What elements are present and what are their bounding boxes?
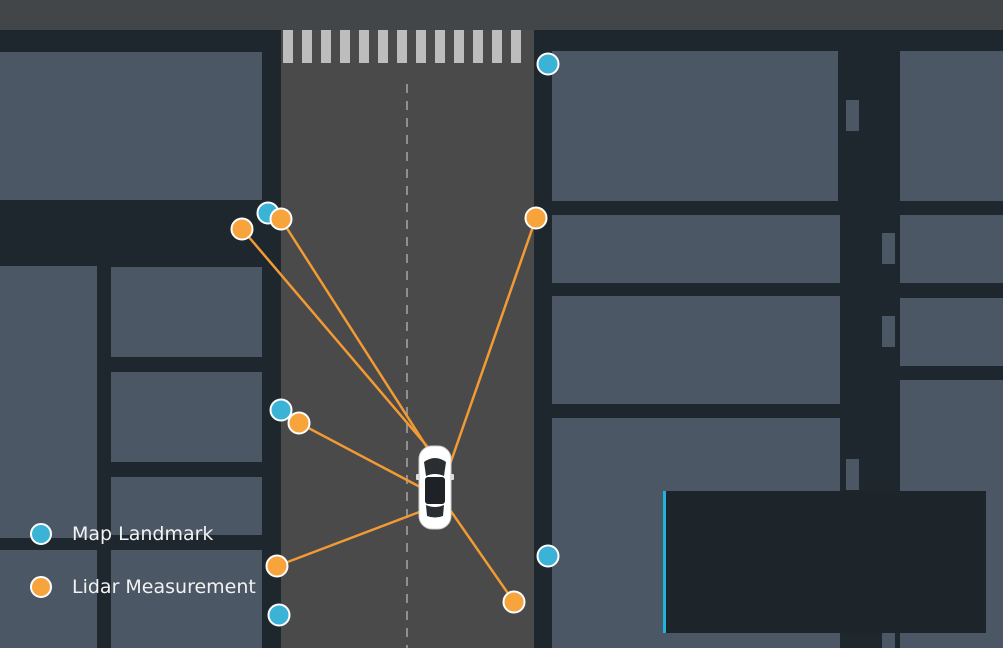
city-block (111, 477, 262, 535)
crosswalk-icon (283, 30, 521, 63)
side-road-lane-marks (846, 100, 895, 648)
lidar-measurement-icon (30, 576, 52, 598)
city-block (111, 372, 262, 462)
map-landmark-icon (269, 398, 293, 422)
lidar-rays (240, 216, 538, 604)
city-block (0, 52, 262, 200)
lidar-ray (279, 217, 432, 454)
left-city-blocks (0, 52, 262, 648)
lidar-ray (275, 509, 424, 568)
legend-panel (663, 491, 986, 633)
legend-label: Map Landmark (72, 523, 214, 545)
city-block (0, 550, 97, 648)
city-block (900, 51, 1003, 201)
lidar-measurement-icon (269, 207, 293, 231)
map-landmark-icon (30, 523, 52, 545)
legend-item-lidar-measurement: Lidar Measurement (30, 572, 256, 602)
car-icon (416, 445, 454, 530)
top-street (0, 0, 1003, 30)
city-block (552, 296, 840, 404)
city-block (552, 215, 840, 283)
map-landmarks (256, 52, 560, 627)
map-landmark-icon (267, 603, 291, 627)
legend-label: Lidar Measurement (72, 576, 256, 598)
lidar-measurement-icon (265, 554, 289, 578)
lidar-ray (297, 421, 424, 490)
city-block (111, 267, 262, 357)
lidar-measurement-icon (502, 590, 526, 614)
legend-item-map-landmark: Map Landmark (30, 519, 213, 549)
lidar-measurement-icon (230, 217, 254, 241)
city-block (900, 298, 1003, 366)
map-landmark-icon (536, 52, 560, 76)
city-block (900, 215, 1003, 283)
city-block (111, 550, 262, 648)
lidar-measurement-icon (524, 206, 548, 230)
lidar-measurement-icon (287, 411, 311, 435)
map-landmark-icon (536, 544, 560, 568)
lidar-ray (240, 227, 434, 454)
city-block (552, 51, 838, 201)
lidar-ray (446, 216, 538, 472)
lidar-measurements (230, 206, 548, 614)
lidar-ray (446, 505, 516, 604)
city-block (0, 266, 97, 538)
